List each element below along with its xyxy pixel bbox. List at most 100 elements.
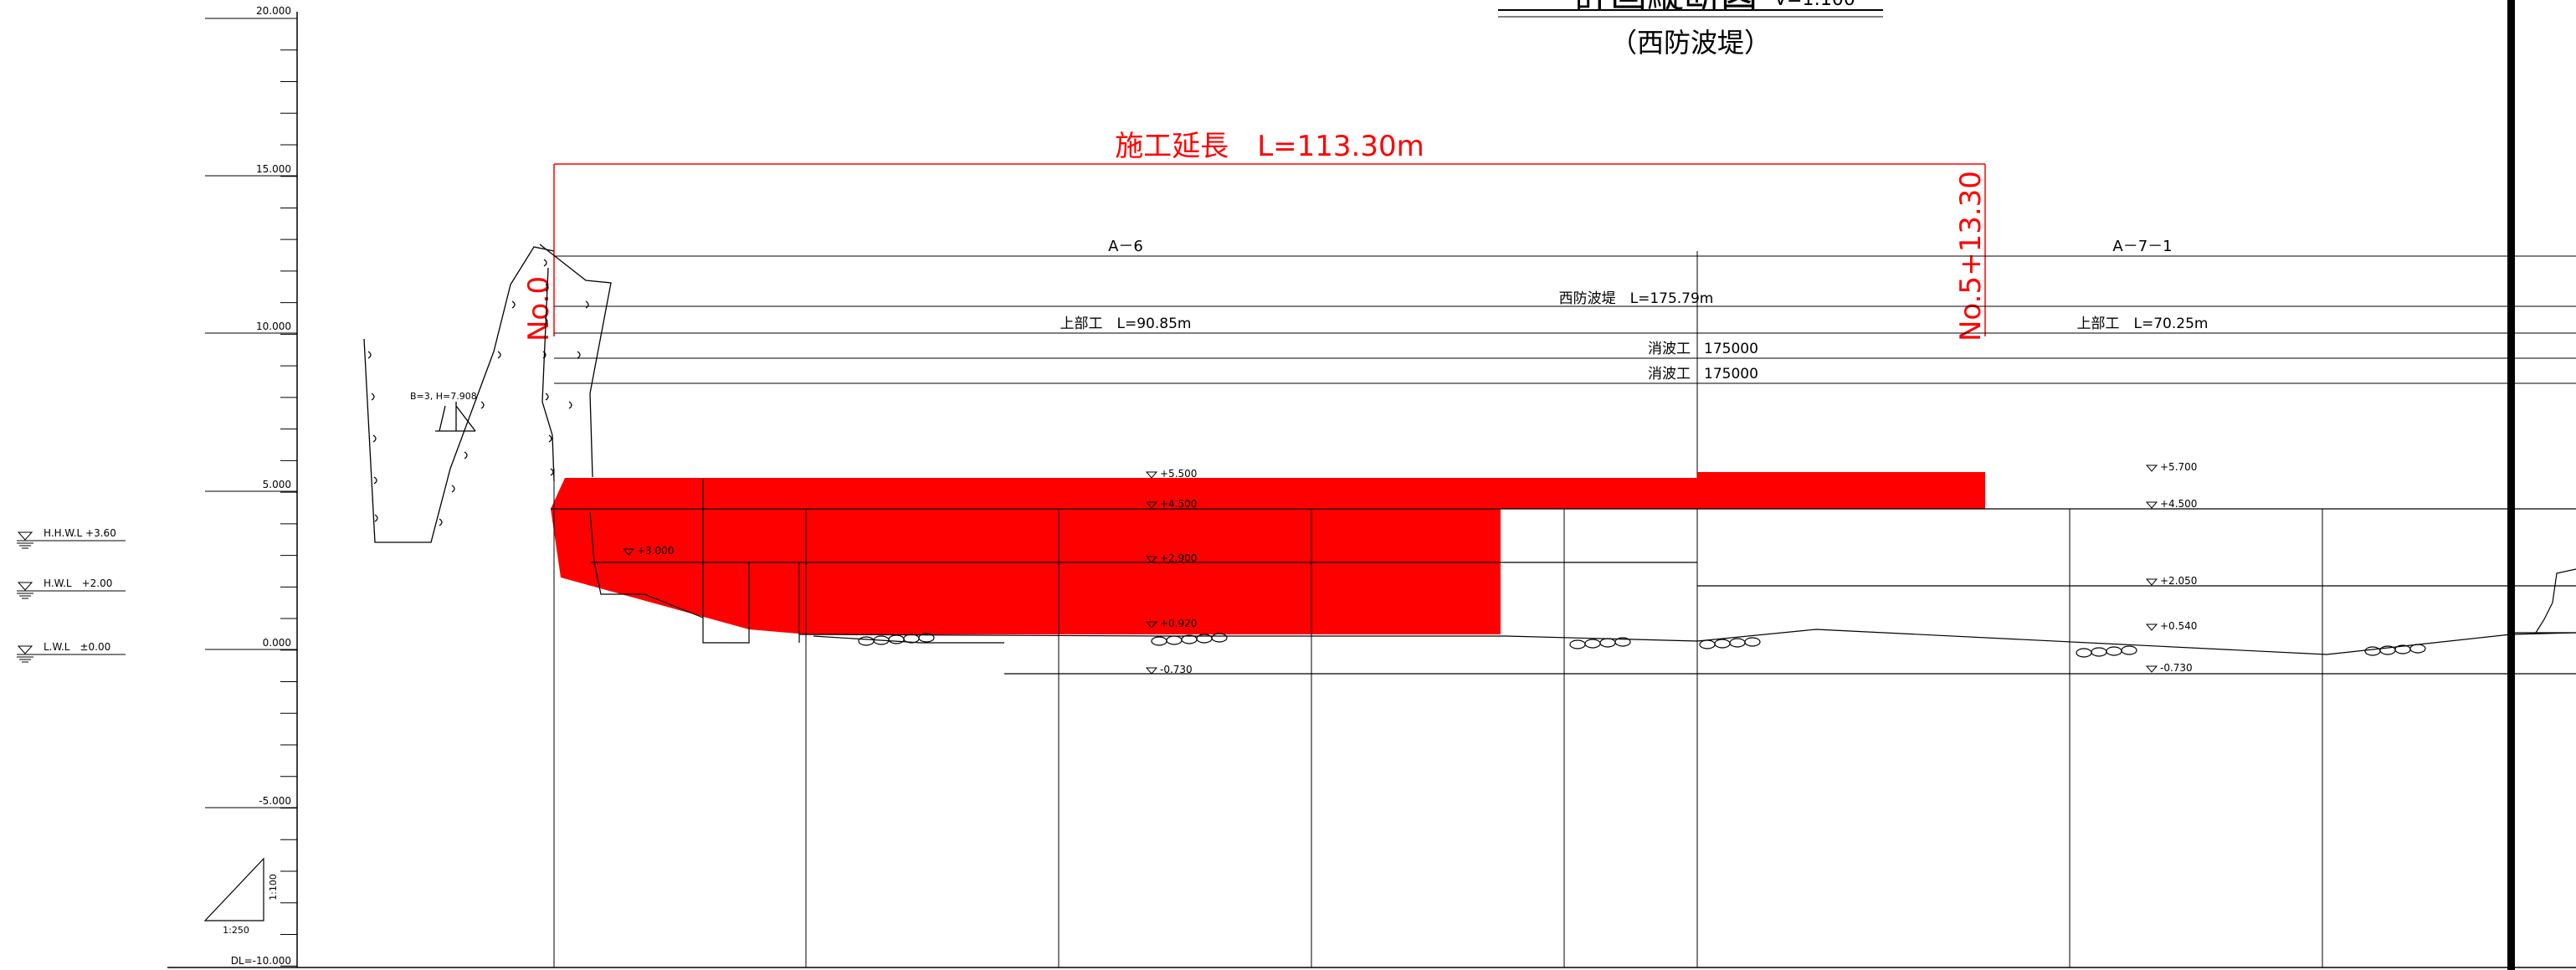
level-markers: +5.500 +4.500 +2.900 +0.920 -0.730 +3.00… bbox=[622, 461, 2197, 675]
section-label: A－6 bbox=[1108, 238, 1143, 255]
water-level-label: H.H.W.L +3.60 bbox=[44, 527, 116, 539]
structure-lines bbox=[551, 479, 2576, 675]
cross-section-outline-face bbox=[541, 267, 555, 482]
armor-unit bbox=[2409, 644, 2426, 654]
armor-units bbox=[858, 633, 2426, 658]
armor-unit bbox=[1699, 639, 1716, 649]
new-superstructure bbox=[551, 472, 1985, 634]
section-label: A－7－1 bbox=[2112, 238, 2172, 255]
level-triangle-icon bbox=[1145, 501, 1158, 509]
drawing-scale: V=1:100 bbox=[1774, 0, 1855, 10]
axis-tick-label: 15.000 bbox=[256, 163, 291, 175]
level-triangle-icon bbox=[2145, 501, 2158, 509]
armor-unit bbox=[1614, 637, 1631, 647]
sheet-border bbox=[2507, 0, 2515, 970]
level-value: +3.000 bbox=[637, 545, 674, 557]
construction-length-label: 施工延長 L=113.30m bbox=[1115, 130, 1424, 163]
scale-vertical: 1:100 bbox=[268, 874, 279, 901]
level-value: +2.050 bbox=[2160, 575, 2197, 587]
section-bands: A－6 A－7－1 西防波堤 L=175.79m 上部工 L=90.85m 上部… bbox=[554, 238, 2576, 967]
armor-unit bbox=[2364, 646, 2381, 656]
level-triangle-icon bbox=[1145, 471, 1158, 479]
wave-dissipation-value: 175000 bbox=[1704, 366, 1758, 382]
armor-unit bbox=[2121, 645, 2137, 655]
right-end-steps bbox=[2535, 568, 2576, 634]
station-start-label: No.0 bbox=[522, 276, 556, 341]
axis-tick-label: DL=-10.000 bbox=[231, 955, 291, 967]
level-triangle-icon bbox=[622, 548, 635, 556]
water-level-markers: H.H.W.L +3.60 H.W.L +2.00 L.W.L ±0.00 bbox=[17, 527, 126, 663]
wave-dissipation-value: 175000 bbox=[1704, 341, 1758, 357]
armor-unit bbox=[1729, 638, 1746, 648]
wave-dissipation-label: 消波工 bbox=[1648, 341, 1691, 357]
water-level-label: H.W.L +2.00 bbox=[44, 577, 112, 589]
armor-unit bbox=[903, 634, 920, 644]
armor-unit bbox=[1714, 639, 1731, 649]
level-triangle-icon bbox=[1145, 621, 1158, 629]
armor-stone-marks bbox=[367, 259, 589, 526]
scale-triangle: 1:100 1:250 bbox=[203, 857, 279, 936]
breakwater-length-label: 西防波堤 L=175.79m bbox=[1559, 290, 1714, 307]
armor-unit bbox=[888, 634, 905, 644]
level-value: +5.500 bbox=[1160, 468, 1197, 480]
construction-extent: 施工延長 L=113.30m No.0 No.5+13.30 bbox=[522, 130, 1988, 341]
level-value: +5.700 bbox=[2160, 461, 2197, 473]
scale-horizontal: 1:250 bbox=[223, 925, 249, 936]
level-value: +4.500 bbox=[2160, 498, 2197, 510]
level-value: +2.900 bbox=[1160, 552, 1197, 564]
axis-tick-label: -5.000 bbox=[259, 795, 291, 807]
armor-unit bbox=[1211, 633, 1228, 643]
level-marker-left: +5.500 +4.500 +2.900 +0.920 -0.730 +3.00… bbox=[622, 468, 1197, 675]
level-triangle-icon bbox=[1145, 667, 1158, 675]
armor-unit bbox=[2106, 646, 2122, 656]
water-level-triangle-icon bbox=[17, 645, 33, 654]
level-triangle-icon bbox=[1145, 556, 1158, 563]
crown-wall-right bbox=[1697, 472, 1985, 509]
armor-unit bbox=[1569, 639, 1586, 649]
armor-unit bbox=[1151, 636, 1167, 646]
level-triangle-icon bbox=[2145, 624, 2158, 631]
armor-unit bbox=[918, 633, 935, 643]
axis-tick-label: 20.000 bbox=[256, 5, 291, 17]
seabed-line bbox=[798, 629, 2576, 655]
cross-section-outline bbox=[363, 246, 555, 543]
superstructure-label: 上部工 L=90.85m bbox=[1060, 316, 1192, 332]
slope-note: B=3, H=7.908 bbox=[410, 391, 477, 402]
caisson-body bbox=[551, 509, 1501, 634]
level-value: +4.500 bbox=[1160, 498, 1197, 510]
water-level-triangle-icon bbox=[17, 582, 33, 591]
drawing-title: 計画縦断図 bbox=[1573, 0, 1758, 16]
level-triangle-icon bbox=[2145, 578, 2158, 586]
scale-triangle-shape bbox=[203, 857, 264, 921]
axis-tick-label: 10.000 bbox=[256, 321, 291, 332]
station-grid bbox=[553, 469, 2323, 967]
title-block: 計画縦断図 V=1:100 （西防波堤） bbox=[1498, 0, 1883, 59]
drawing-subtitle: （西防波堤） bbox=[1610, 27, 1771, 59]
end-cross-section: B=3, H=7.908 bbox=[363, 244, 612, 543]
level-value: -0.730 bbox=[2160, 662, 2193, 674]
level-marker-right: +5.700 +4.500 +2.050 +0.540 -0.730 bbox=[2145, 461, 2197, 674]
water-level-triangle-icon bbox=[17, 531, 33, 541]
armor-unit bbox=[2091, 647, 2107, 657]
armor-unit bbox=[1744, 637, 1761, 647]
armor-unit bbox=[858, 636, 875, 646]
foundation-toe bbox=[589, 511, 704, 618]
cross-section-outline-inner bbox=[539, 244, 612, 478]
axis-tick-label: 0.000 bbox=[263, 637, 291, 649]
armor-unit bbox=[1599, 638, 1616, 648]
armor-unit bbox=[1584, 639, 1601, 649]
axis-tick-label: 5.000 bbox=[263, 479, 291, 490]
armor-unit bbox=[1166, 635, 1183, 645]
water-level-label: L.W.L ±0.00 bbox=[44, 641, 110, 653]
crown-wall-left bbox=[551, 478, 1697, 509]
foundation-steps bbox=[702, 479, 1004, 644]
water-level-hwl: H.W.L +2.00 bbox=[17, 577, 126, 599]
slope-indicator bbox=[435, 402, 476, 432]
level-value: +0.540 bbox=[2160, 620, 2197, 632]
level-triangle-icon bbox=[2145, 665, 2158, 673]
water-level-hhwl: H.H.W.L +3.60 bbox=[17, 527, 126, 549]
axis-minor-ticks bbox=[280, 18, 297, 967]
level-value: -0.730 bbox=[1160, 664, 1193, 675]
elevation-axis: 20.000 15.000 10.000 5.000 0.000 -5.000 … bbox=[167, 5, 2576, 968]
